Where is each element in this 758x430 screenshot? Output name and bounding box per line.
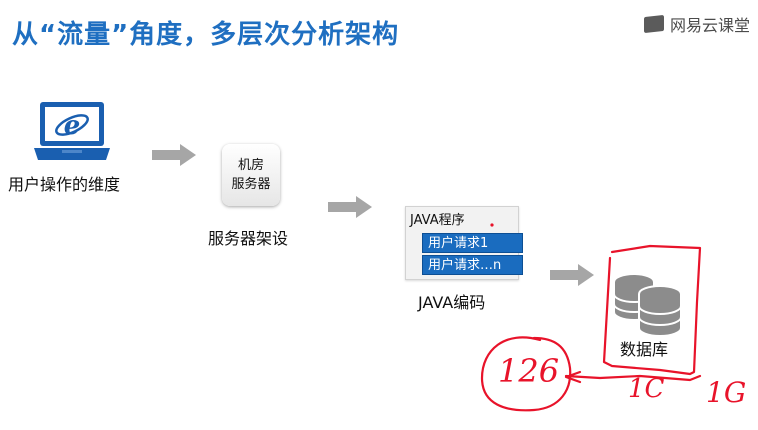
java-program-panel: JAVA程序 用户请求1 用户请求…n [405,206,523,280]
server-setup-label: 服务器架设 [208,229,289,248]
database-label: 数据库 [620,340,669,359]
java-coding-label: JAVA编码 [418,293,486,312]
request-1-item: 用户请求1 [422,233,523,253]
db-highlight-box [602,244,702,376]
number-circle [480,336,572,412]
laptop-ie-icon: e [34,102,110,160]
handwritten-126: 126 [498,352,560,390]
right-arrow-icon [328,196,372,218]
server-room-box: 机房 服务器 [222,144,280,206]
handwritten-1c: 1C [628,374,665,404]
connector-line [564,374,702,382]
user-dimension-label: 用户操作的维度 [8,175,121,194]
slide-title: 从“流量”角度，多层次分析架构 [12,20,400,50]
right-arrow-icon [152,144,196,166]
server-box-line2: 服务器 [231,177,271,192]
handwritten-1g: 1G [706,376,747,409]
right-arrow-icon [550,264,594,286]
database-icon [613,273,682,337]
cursor-dot-icon [490,223,494,227]
request-n-item: 用户请求…n [422,255,523,275]
brand-name: 网易云课堂 [669,16,750,35]
server-box-line1: 机房 [237,158,264,173]
brand-logo: 网易云课堂 [643,12,750,36]
java-panel-title: JAVA程序 [410,213,465,228]
